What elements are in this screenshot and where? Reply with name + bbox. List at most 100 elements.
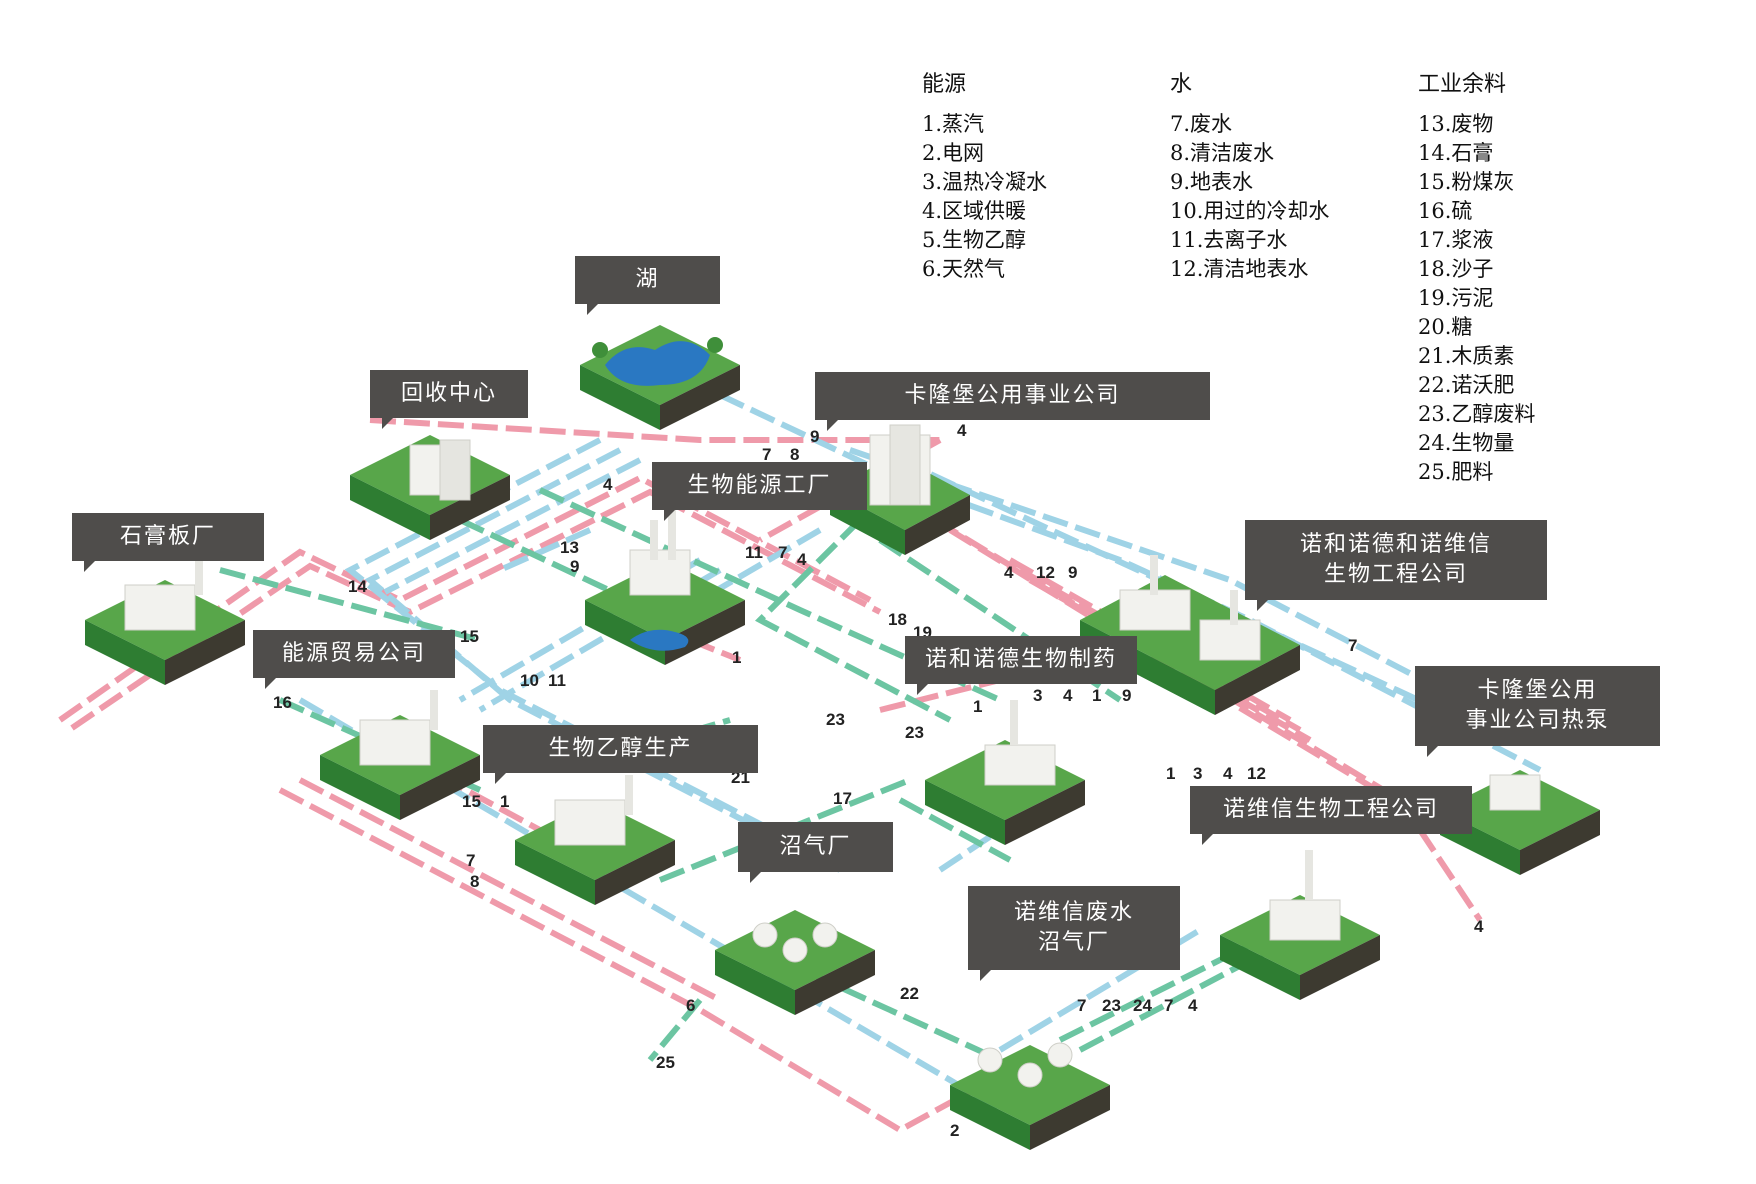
legend-water-item: 11.去离子水 bbox=[1170, 228, 1288, 252]
flow-number-label: 2 bbox=[950, 1121, 959, 1140]
flow-number-label: 3 bbox=[1033, 686, 1042, 705]
flow-number-label: 1 bbox=[1092, 686, 1101, 705]
legend-material-item: 23.乙醇废料 bbox=[1418, 402, 1536, 426]
flow-number-label: 11 bbox=[548, 671, 566, 690]
legend-material-title: 工业余料 bbox=[1418, 72, 1507, 97]
flow-number-label: 4 bbox=[1474, 917, 1484, 936]
novo-pharma-tile bbox=[925, 700, 1085, 845]
legend-material-item: 16.硫 bbox=[1418, 199, 1473, 223]
flow-number-label: 7 bbox=[1348, 636, 1357, 655]
flow-number-label: 24 bbox=[1133, 996, 1152, 1015]
flow-number-label: 7 bbox=[778, 543, 787, 562]
legend-water-item: 10.用过的冷却水 bbox=[1170, 199, 1330, 223]
callout-gypsum-plant: 石膏板厂 bbox=[72, 513, 264, 572]
legend-material-item: 15.粉煤灰 bbox=[1418, 170, 1515, 194]
flow-number-label: 10 bbox=[520, 671, 539, 690]
flow-number-label: 23 bbox=[826, 710, 845, 729]
flow-number-label: 7 bbox=[762, 445, 771, 464]
flow-number-label: 8 bbox=[790, 445, 799, 464]
callout-novozymes: 诺维信生物工程公司 bbox=[1190, 786, 1472, 845]
legend-water-title: 水 bbox=[1170, 72, 1193, 97]
callout-novo-group: 诺和诺德和诺维信 生物工程公司 bbox=[1245, 520, 1547, 611]
legend-energy-item: 5.生物乙醇 bbox=[922, 228, 1027, 252]
flow-number-label: 4 bbox=[797, 550, 807, 569]
flow-number-label: 9 bbox=[570, 557, 579, 576]
flow-number-label: 9 bbox=[1068, 563, 1077, 582]
flow-number-label: 7 bbox=[466, 851, 475, 870]
callout-energy-trade: 能源贸易公司 bbox=[253, 630, 455, 689]
flow-number-label: 4 bbox=[603, 475, 613, 494]
legend-energy-item: 2.电网 bbox=[922, 141, 985, 165]
callout-kalundborg-utility: 卡隆堡公用事业公司 bbox=[815, 372, 1210, 431]
legend-material-item: 25.肥料 bbox=[1418, 460, 1494, 484]
flow-number-label: 4 bbox=[1004, 563, 1014, 582]
callout-bioethanol: 生物乙醇生产 bbox=[483, 725, 758, 784]
flow-number-label: 14 bbox=[348, 577, 367, 596]
flow-number-label: 7 bbox=[1077, 996, 1086, 1015]
flow-number-label: 7 bbox=[1164, 996, 1173, 1015]
legend-energy-item: 1.蒸汽 bbox=[922, 112, 985, 136]
callout-novo-pharma: 诺和诺德生物制药 bbox=[905, 636, 1137, 695]
legend-water-item: 12.清洁地表水 bbox=[1170, 257, 1309, 281]
callout-biogas-plant: 沼气厂 bbox=[738, 822, 893, 883]
legend-energy-item: 6.天然气 bbox=[922, 257, 1006, 281]
bioethanol-tile bbox=[515, 775, 675, 905]
legend-water-item: 8.清洁废水 bbox=[1170, 141, 1275, 165]
flow-number-label: 3 bbox=[1193, 764, 1202, 783]
legend-material-item: 19.污泥 bbox=[1418, 286, 1494, 310]
flow-number-label: 12 bbox=[1036, 563, 1055, 582]
biogas-tile bbox=[715, 910, 875, 1015]
novozymes-biogas-tile bbox=[950, 1042, 1110, 1150]
flow-number-label: 13 bbox=[560, 538, 579, 557]
legend-material-item: 24.生物量 bbox=[1418, 431, 1515, 455]
flow-number-label: 25 bbox=[656, 1053, 675, 1072]
legend-water-item: 9.地表水 bbox=[1170, 170, 1254, 194]
gypsum-tile bbox=[85, 560, 245, 685]
flow-number-label: 23 bbox=[905, 723, 924, 742]
flow-number-label: 1 bbox=[500, 792, 509, 811]
callout-lake: 湖 bbox=[575, 256, 720, 315]
legend-energy-item: 3.温热冷凝水 bbox=[922, 170, 1048, 194]
energy-trade-tile bbox=[320, 690, 480, 820]
callout-novozymes-biogas: 诺维信废水 沼气厂 bbox=[968, 886, 1180, 981]
legend-material-item: 18.沙子 bbox=[1418, 257, 1494, 281]
flow-number-label: 18 bbox=[888, 610, 907, 629]
flow-number-label: 15 bbox=[460, 627, 479, 646]
flow-number-label: 16 bbox=[273, 693, 292, 712]
flow-number-label: 12 bbox=[1247, 764, 1266, 783]
callout-recycling-center: 回收中心 bbox=[370, 370, 528, 429]
legend-energy: 能源 1.蒸汽 2.电网 3.温热冷凝水 4.区域供暖 5.生物乙醇 6.天然气 bbox=[922, 66, 1047, 284]
legend-material-item: 14.石膏 bbox=[1418, 141, 1494, 165]
legend-material-item: 22.诺沃肥 bbox=[1418, 373, 1515, 397]
legend-material-item: 13.废物 bbox=[1418, 112, 1494, 136]
bioenergy-tile bbox=[585, 510, 745, 665]
callout-bioenergy-plant: 生物能源工厂 bbox=[652, 462, 867, 521]
flow-number-label: 1 bbox=[732, 648, 741, 667]
site-tiles bbox=[85, 325, 1600, 1150]
flow-number-label: 9 bbox=[810, 427, 819, 446]
flow-number-label: 1 bbox=[973, 697, 982, 716]
flow-number-label: 9 bbox=[1122, 686, 1131, 705]
recycling-tile bbox=[350, 435, 510, 540]
legend-energy-title: 能源 bbox=[922, 72, 967, 97]
flow-number-label: 23 bbox=[1102, 996, 1121, 1015]
legend-material-item: 21.木质素 bbox=[1418, 344, 1515, 368]
flow-number-label: 1 bbox=[1166, 764, 1175, 783]
legend-material: 工业余料 13.废物 14.石膏 15.粉煤灰 16.硫 17.浆液 18.沙子… bbox=[1418, 66, 1535, 487]
flow-number-label: 4 bbox=[1223, 764, 1233, 783]
legend-water: 水 7.废水 8.清洁废水 9.地表水 10.用过的冷却水 11.去离子水 12… bbox=[1170, 66, 1329, 284]
flow-number-label: 11 bbox=[745, 543, 763, 562]
flow-number-label: 22 bbox=[900, 984, 919, 1003]
flow-number-label: 4 bbox=[957, 421, 967, 440]
flow-number-label: 17 bbox=[833, 789, 852, 808]
novozymes-tile bbox=[1220, 850, 1380, 1000]
flow-number-label: 6 bbox=[686, 996, 695, 1015]
legend-energy-item: 4.区域供暖 bbox=[922, 199, 1027, 223]
legend-material-item: 17.浆液 bbox=[1418, 228, 1494, 252]
flow-number-label: 15 bbox=[462, 792, 481, 811]
legend-material-item: 20.糖 bbox=[1418, 315, 1473, 339]
flow-number-label: 4 bbox=[1188, 996, 1198, 1015]
legend-water-item: 7.废水 bbox=[1170, 112, 1233, 136]
flow-number-label: 4 bbox=[1063, 686, 1073, 705]
